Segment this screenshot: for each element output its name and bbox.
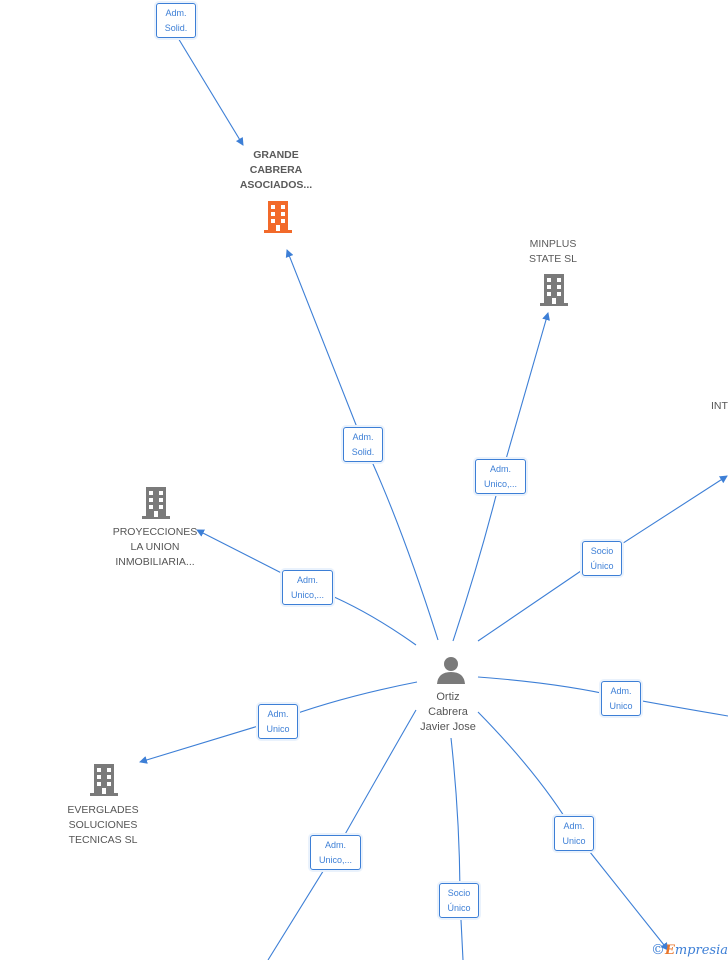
company-grande-line2: CABRERA [249,164,303,176]
company-everglades-line3: TECNICAS SL [68,834,138,846]
relation-proyecciones-line2: Unico,... [290,590,324,600]
relation-proyecciones-adm-unico[interactable]: Adm. Unico,... [282,570,333,605]
copyright-symbol: © [650,942,665,958]
person-icon[interactable] [436,655,466,685]
person-ortiz-label[interactable]: Ortiz Cabrera Javier Jose [400,690,496,735]
edge-center-to-bottom [450,737,464,960]
watermark-e-letter: E [664,943,675,958]
company-everglades-label[interactable]: EVERGLADES SOLUCIONES TECNICAS SL [50,803,156,848]
relation-minplus-line1: Adm. [489,464,511,474]
edge-top-to-grande [171,27,244,146]
company-grande-line1: GRANDE [253,149,299,161]
relation-proyecciones-line1: Adm. [296,575,318,585]
relation-everglades-line2: Unico [266,724,290,734]
relation-bottom-socio-unico[interactable]: Socio Único [439,883,479,918]
relation-bottom-left-adm-unico[interactable]: Adm. Unico,... [310,835,361,870]
relation-right-line1: Adm. [610,686,632,696]
relation-grande-line2: Solid. [351,447,375,457]
building-icon[interactable] [140,485,172,521]
relation-bottom-left-line1: Adm. [324,840,346,850]
person-name-line1: Ortiz [436,691,460,703]
building-icon[interactable] [262,199,294,235]
building-icon[interactable] [88,762,120,798]
relation-bottom-socio-line1: Socio [447,888,471,898]
watermark-text: mpresia [674,943,728,958]
company-proyecciones-line1: PROYECCIONES [112,526,198,538]
company-proyecciones-label[interactable]: PROYECCIONES LA UNION INMOBILIARIA... [100,525,210,570]
company-grande-line3: ASOCIADOS... [239,179,313,191]
company-proyecciones-line3: INMOBILIARIA... [115,556,195,568]
company-everglades-line2: SOLUCIONES [68,819,138,831]
relation-bottom-right-line1: Adm. [563,821,585,831]
relation-top-adm-solid[interactable]: Adm. Solid. [156,3,196,38]
relation-everglades-line1: Adm. [267,709,289,719]
relation-minplus-adm-unico[interactable]: Adm. Unico,... [475,459,526,494]
company-grande-cabrera-label[interactable]: GRANDE CABRERA ASOCIADOS... [220,148,332,193]
company-proyecciones-line2: LA UNION [130,541,180,553]
relation-minplus-line2: Unico,... [483,479,517,489]
relation-right-adm-unico[interactable]: Adm. Unico [601,681,641,716]
relation-everglades-adm-unico[interactable]: Adm. Unico [258,704,298,739]
relation-bottom-left-line2: Unico,... [318,855,352,865]
relation-bottom-right-line2: Unico [562,836,586,846]
person-name-line2: Cabrera [428,706,468,718]
relation-grande-line1: Adm. [352,432,374,442]
relation-int-line2: Único [590,561,614,571]
company-minplus-line1: MINPLUS [529,238,577,250]
relation-int-line1: Socio [590,546,614,556]
person-name-line3: Javier Jose [420,721,476,733]
relation-int-socio-unico[interactable]: Socio Único [582,541,622,576]
company-minplus-line2: STATE SL [528,253,578,265]
relation-top-line1: Adm. [165,8,187,18]
company-int-line1: INT [711,400,728,412]
building-icon[interactable] [538,272,570,308]
relation-top-line2: Solid. [164,23,188,33]
relation-right-line2: Unico [609,701,633,711]
company-everglades-line1: EVERGLADES [67,804,139,816]
company-minplus-label[interactable]: MINPLUS STATE SL [503,237,603,267]
empresia-watermark: ©Empresia [651,942,728,958]
relation-bottom-right-adm-unico[interactable]: Adm. Unico [554,816,594,851]
relation-bottom-socio-line2: Único [447,903,471,913]
company-int-partial-label[interactable]: INT [711,399,728,414]
relation-grande-adm-solid[interactable]: Adm. Solid. [343,427,383,462]
